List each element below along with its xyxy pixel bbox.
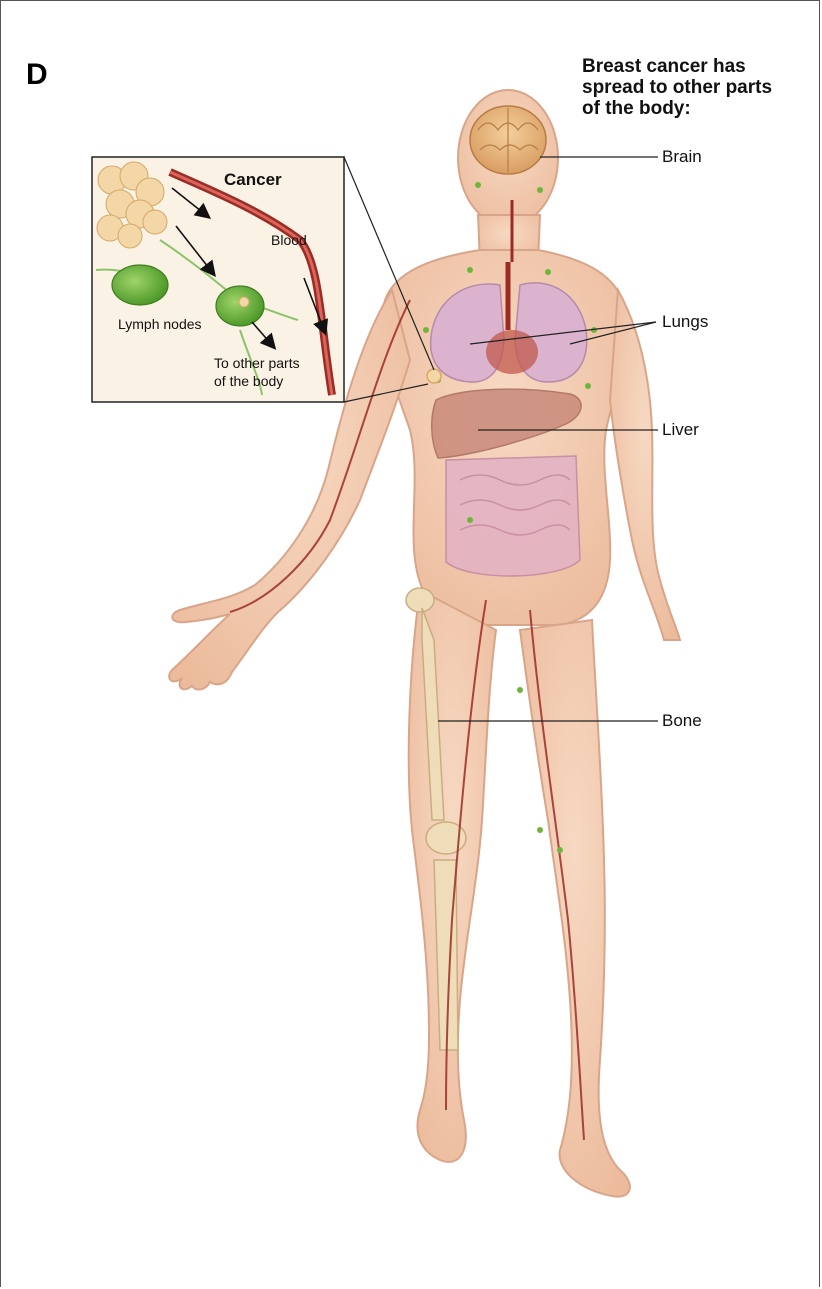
inset-title: Cancer	[224, 170, 282, 190]
breast-tumor	[427, 369, 441, 383]
title-line: spread to other parts	[582, 77, 818, 98]
inset-label-destination-2: of the body	[214, 373, 283, 389]
intestines-organ	[446, 456, 580, 576]
inset-lymph-node	[112, 265, 168, 305]
inset-label-lymph-nodes: Lymph nodes	[118, 316, 202, 332]
label-lungs: Lungs	[662, 312, 708, 332]
label-brain: Brain	[662, 147, 702, 167]
inset-label-blood: Blood	[271, 232, 307, 248]
figure-title: Breast cancer has spread to other parts …	[582, 56, 818, 119]
title-line: Breast cancer has	[582, 56, 818, 77]
title-line: of the body:	[582, 98, 818, 119]
brain-organ	[470, 106, 546, 174]
label-liver: Liver	[662, 420, 699, 440]
label-bone: Bone	[662, 711, 702, 731]
panel-letter: D	[26, 58, 48, 92]
inset-label-destination-1: To other parts	[214, 355, 300, 371]
inset-lymph-node	[216, 286, 264, 326]
